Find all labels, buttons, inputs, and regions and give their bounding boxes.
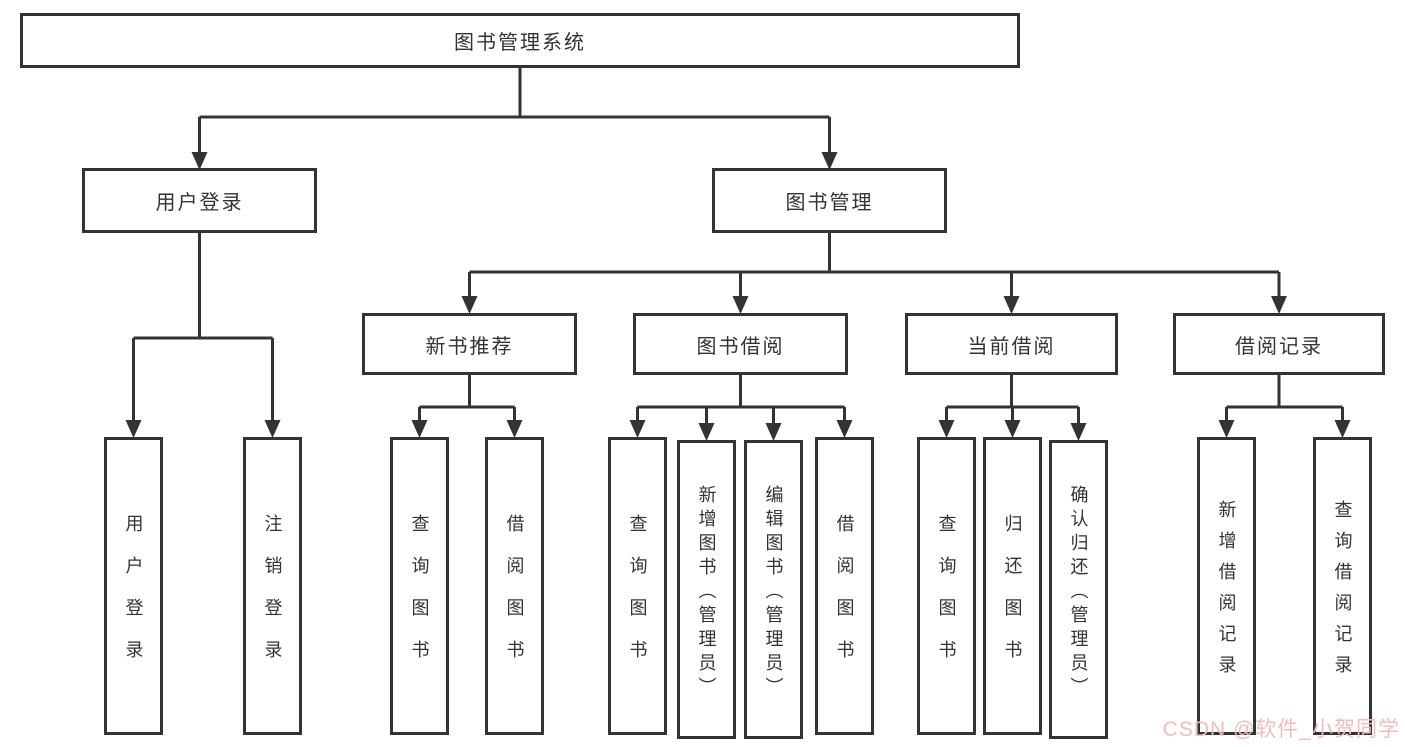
node-leaf-edit-books-admin-label: 编辑图书（管理员）	[763, 484, 784, 701]
node-leaf-add-borrow-record: 新增借阅记录	[1197, 437, 1256, 735]
node-library-management-system: 图书管理系统	[20, 13, 1020, 68]
node-leaf-query-books-recommend: 查询图书	[390, 437, 449, 735]
node-leaf-return-books: 归还图书	[983, 437, 1042, 735]
node-new-book-recommend: 新书推荐	[362, 313, 577, 375]
node-current-borrowing-label: 当前借阅	[967, 335, 1056, 358]
node-leaf-add-books-admin: 新增图书（管理员）	[677, 440, 736, 739]
node-book-borrowing-label: 图书借阅	[696, 335, 785, 358]
node-leaf-confirm-return-admin: 确认归还（管理员）	[1049, 440, 1108, 739]
node-leaf-query-books-recommend-label: 查询图书	[409, 514, 430, 682]
node-book-borrowing: 图书借阅	[633, 313, 848, 375]
node-leaf-query-borrow-record: 查询借阅记录	[1313, 437, 1372, 735]
node-leaf-query-books-borrow-label: 查询图书	[627, 514, 648, 682]
node-borrowing-records-label: 借阅记录	[1235, 335, 1323, 358]
node-user-login-label: 用户登录	[155, 192, 244, 214]
node-library-management-system-label: 图书管理系统	[454, 32, 586, 54]
node-leaf-edit-books-admin: 编辑图书（管理员）	[744, 440, 803, 739]
node-leaf-query-borrow-record-label: 查询借阅记录	[1332, 499, 1353, 686]
node-leaf-logout: 注销登录	[243, 437, 302, 735]
node-book-management-label: 图书管理	[785, 192, 874, 214]
node-leaf-return-books-label: 归还图书	[1002, 514, 1023, 682]
node-leaf-user-login-label: 用户登录	[123, 514, 144, 682]
node-new-book-recommend-label: 新书推荐	[425, 335, 514, 358]
node-leaf-add-books-admin-label: 新增图书（管理员）	[696, 484, 717, 701]
node-leaf-query-books-borrow: 查询图书	[608, 437, 667, 735]
node-leaf-borrow-books-recommend: 借阅图书	[485, 437, 544, 735]
node-leaf-logout-label: 注销登录	[262, 514, 283, 682]
node-leaf-query-books-current: 查询图书	[917, 437, 976, 735]
node-leaf-confirm-return-admin-label: 确认归还（管理员）	[1068, 484, 1089, 701]
node-borrowing-records: 借阅记录	[1173, 313, 1385, 375]
node-leaf-borrow-books: 借阅图书	[815, 437, 874, 735]
node-user-login: 用户登录	[82, 168, 317, 233]
node-leaf-user-login: 用户登录	[104, 437, 163, 735]
node-leaf-borrow-books-recommend-label: 借阅图书	[504, 514, 525, 682]
node-current-borrowing: 当前借阅	[905, 313, 1118, 375]
node-leaf-add-borrow-record-label: 新增借阅记录	[1216, 499, 1237, 686]
node-leaf-query-books-current-label: 查询图书	[936, 514, 957, 682]
node-book-management: 图书管理	[712, 168, 947, 233]
node-leaf-borrow-books-label: 借阅图书	[834, 514, 855, 682]
csdn-watermark: CSDN @软件_小贺同学	[1162, 718, 1400, 741]
